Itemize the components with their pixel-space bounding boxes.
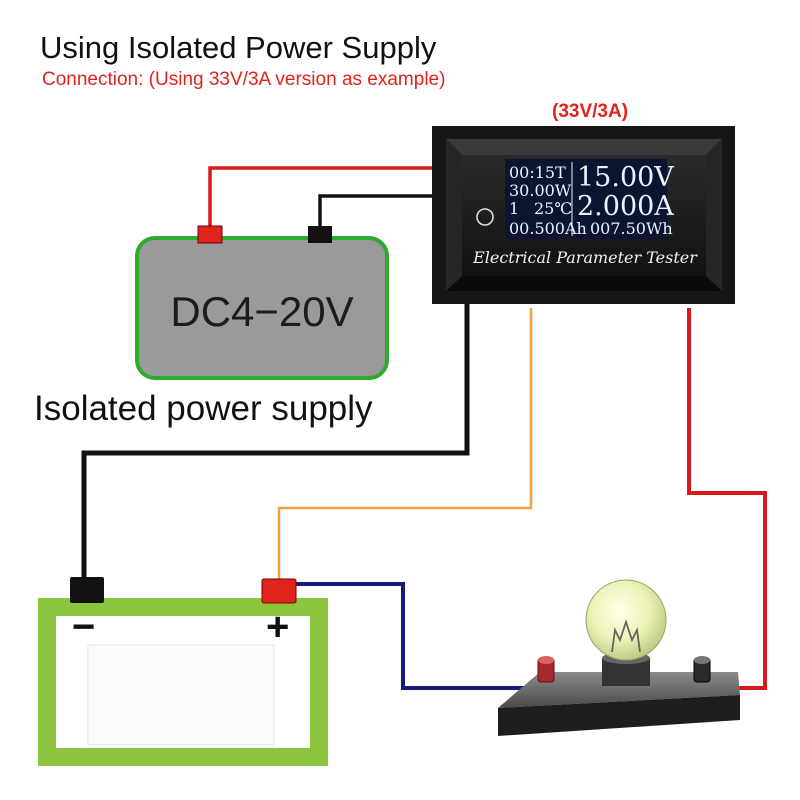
meter-name-label: Electrical Parameter Tester	[472, 248, 698, 267]
wire-meter-to-battery-negative	[81, 300, 470, 578]
psu-positive-terminal	[197, 225, 223, 244]
meter-bevel-top	[446, 139, 722, 155]
wire-psu-negative	[318, 194, 440, 230]
lamp-base-top	[498, 672, 740, 708]
meter-bevel-right	[706, 139, 722, 291]
battery: − +	[38, 577, 328, 766]
wires	[81, 166, 767, 690]
lcd-voltage: 15.00V	[577, 162, 674, 193]
lcd-time: 00:15T	[509, 163, 566, 182]
wire-battery-to-lamp	[295, 582, 545, 690]
battery-negative-terminal	[70, 577, 104, 603]
lamp-black-terminal-cap	[694, 656, 710, 664]
psu-negative-terminal	[308, 226, 332, 243]
meter-bevel-bottom	[446, 276, 722, 291]
battery-positive-terminal	[261, 578, 297, 604]
isolated-power-supply: DC4−20V	[135, 225, 389, 380]
lamp-base-front	[498, 695, 740, 736]
bulb-filament	[611, 619, 641, 653]
wire-meter-to-lamp	[687, 308, 767, 690]
lamp-assembly	[498, 579, 740, 736]
psu-voltage-label: DC4−20V	[170, 288, 353, 335]
psu-caption: Isolated power supply	[34, 389, 373, 428]
battery-window	[87, 644, 275, 746]
lcd-temperature: 25℃	[534, 199, 572, 218]
lamp-red-terminal-cap	[538, 656, 554, 664]
meter-button-icon[interactable]	[476, 208, 494, 226]
lcd-energy: 007.50Wh	[590, 219, 673, 238]
lcd-power: 30.00W	[509, 181, 572, 200]
psu-body	[135, 236, 389, 380]
lcd-channel: 1	[509, 199, 519, 218]
battery-positive-symbol: +	[266, 605, 289, 649]
lcd-screen	[505, 159, 667, 239]
version-label: (33V/3A)	[552, 101, 628, 122]
lcd-capacity: 00.500Ah	[509, 219, 587, 238]
lcd-current: 2.000A	[577, 191, 674, 222]
battery-negative-symbol: −	[72, 605, 95, 649]
wire-meter-to-battery-positive	[277, 308, 533, 580]
wire-psu-positive	[208, 166, 440, 230]
meter-bevel-left	[446, 139, 462, 291]
page-title: Using Isolated Power Supply	[40, 30, 437, 65]
parameter-meter: 00:15T 30.00W 1 25℃ 00.500Ah 15.00V 2.00…	[432, 126, 735, 304]
page-subtitle: Connection: (Using 33V/3A version as exa…	[42, 69, 445, 90]
